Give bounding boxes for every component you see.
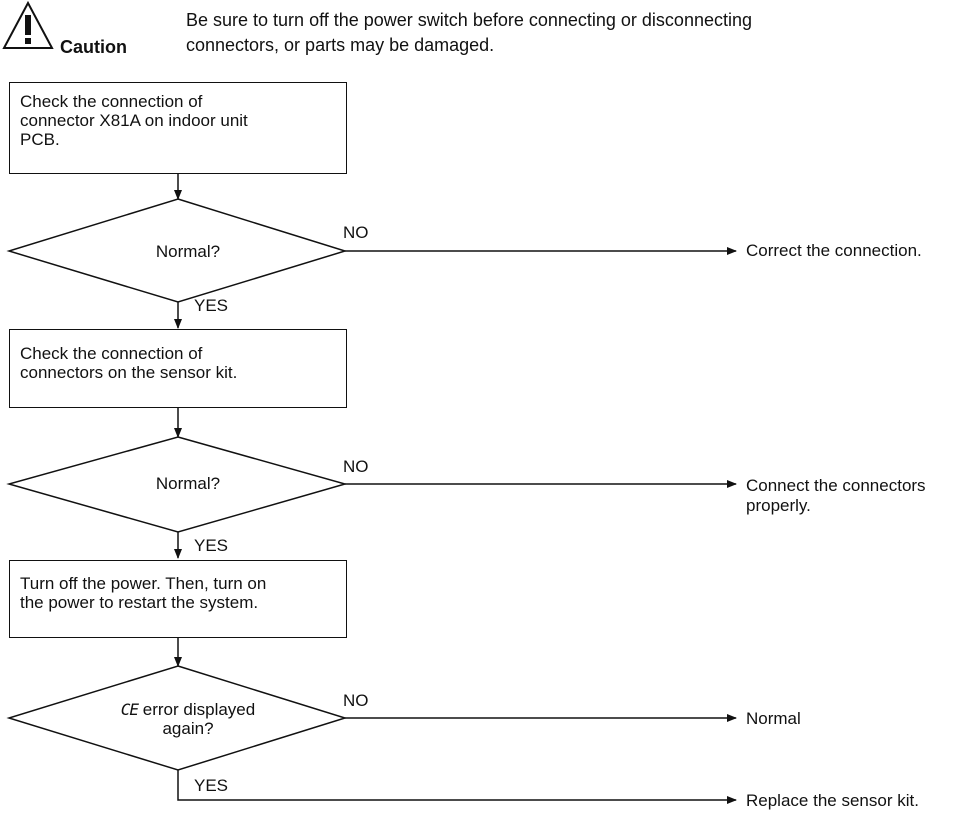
step2-text: Check the connection of connectors on th… — [20, 344, 238, 382]
step2-box: Check the connection of connectors on th… — [9, 329, 347, 408]
step1-box: Check the connection of connector X81A o… — [9, 82, 347, 174]
step3-text: Turn off the power. Then, turn on the po… — [20, 574, 267, 612]
decision3-yes-label: YES — [194, 776, 229, 795]
decision1-no-label: NO — [343, 223, 369, 242]
arrow-decision3-yes — [177, 770, 737, 804]
decision1-label: Normal? — [155, 242, 221, 261]
decision3-no-result: Normal — [746, 709, 801, 728]
decision2-no-label: NO — [343, 457, 369, 476]
decision2-no-result-line2: properly. — [746, 496, 811, 515]
warning-triangle-icon — [2, 0, 54, 49]
step3-box: Turn off the power. Then, turn on the po… — [9, 560, 347, 638]
decision3-no-label: NO — [343, 691, 369, 710]
decision2-no-result-line1: Connect the connectors — [746, 476, 926, 495]
decision3-label: CE error displayed again? — [120, 700, 256, 738]
caution-label: Caution — [60, 37, 127, 57]
decision2-yes-label: YES — [194, 536, 229, 555]
step1-text: Check the connection of connector X81A o… — [20, 92, 248, 149]
decision3-yes-result: Replace the sensor kit. — [746, 791, 919, 810]
caution-message-line1: Be sure to turn off the power switch bef… — [186, 10, 752, 30]
decision1-no-result: Correct the connection. — [746, 241, 922, 260]
caution-message-line2: connectors, or parts may be damaged. — [186, 35, 495, 55]
decision2-label: Normal? — [155, 474, 221, 493]
decision1-yes-label: YES — [194, 296, 229, 315]
ce-code: CE — [120, 700, 139, 719]
